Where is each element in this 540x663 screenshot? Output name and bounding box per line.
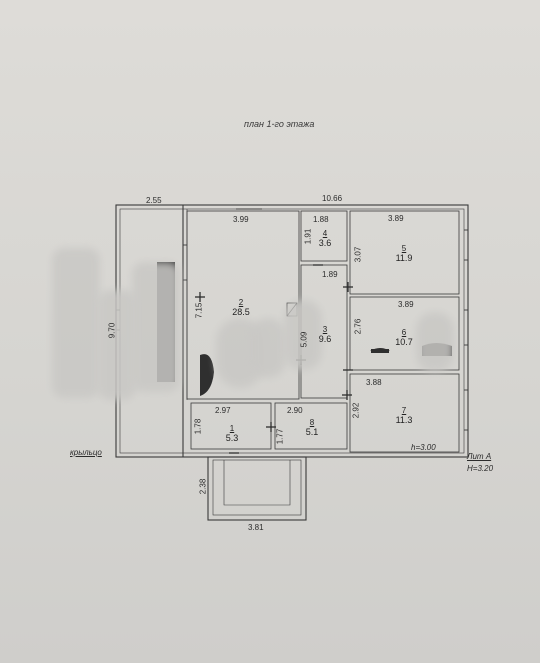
dim-porch-height: 2.38: [198, 478, 208, 495]
room-5-number: 5: [401, 244, 407, 253]
dim-room7-width: 3.88: [366, 378, 382, 387]
blur-mark-3: [132, 262, 180, 392]
dim-room6-width: 3.89: [398, 300, 414, 309]
room-5-area: 11.9: [395, 253, 413, 263]
room-8-outline: [274, 402, 348, 450]
dim-top-left: 2.55: [146, 196, 162, 205]
porch-label: крыльцо: [70, 448, 102, 457]
blur-mark-5: [250, 318, 286, 378]
dim-room8-height: 1.77: [275, 428, 285, 445]
room-1-area: 5.3: [225, 433, 239, 443]
dim-room1-height: 1.78: [193, 418, 203, 435]
dark-fill-left: [200, 354, 214, 396]
room-3-number: 3: [322, 325, 328, 334]
blur-mark-1: [52, 248, 100, 398]
dim-room3-height: 5.09: [299, 331, 309, 348]
dim-room2-height: 7.15: [194, 302, 204, 319]
room-8-number: 8: [309, 418, 315, 427]
room-6-number: 6: [401, 328, 407, 337]
room-2-area: 28.5: [232, 307, 250, 317]
dim-room5-height: 3.07: [353, 246, 363, 263]
dim-room7-height: 2.92: [351, 402, 361, 419]
room-8-area: 5.1: [305, 427, 319, 437]
blur-mark-6: [284, 300, 322, 370]
windows: [116, 204, 468, 431]
room-6-area: 10.7: [395, 337, 413, 347]
dim-room1-width: 2.97: [215, 406, 231, 415]
total-height-label: H=3.20: [467, 464, 494, 473]
room-3-area: 9.6: [318, 334, 332, 344]
room-7-area: 11.3: [395, 415, 413, 425]
dim-room4-width: 1.88: [313, 215, 329, 224]
dim-room8-width: 2.90: [287, 406, 303, 415]
room-4-number: 4: [322, 229, 328, 238]
blur-mark-2: [98, 290, 136, 400]
dim-room3-width: 1.89: [322, 270, 338, 279]
room-7-number: 7: [401, 406, 407, 415]
dim-left-height: 9.70: [107, 322, 117, 339]
porch-outline: [207, 456, 307, 521]
blur-mark-7: [416, 312, 454, 372]
room-7-outline: [349, 373, 460, 453]
dim-room5-width: 3.89: [388, 214, 404, 223]
room-6-outline: [349, 296, 460, 371]
room-4-outline: [300, 210, 348, 262]
room-5-outline: [349, 210, 460, 295]
room-1-number: 1: [229, 424, 235, 433]
room-2-number: 2: [238, 298, 244, 307]
plan-title: план 1-го этажа: [244, 119, 315, 129]
room-height-label: h=3.00: [411, 443, 436, 452]
dim-top-total: 10.66: [322, 194, 343, 203]
lit-label: Лит А: [467, 452, 492, 461]
dim-porch-width: 3.81: [248, 523, 264, 532]
dim-room6-height: 2.76: [353, 318, 363, 335]
dim-room2-width: 3.99: [233, 215, 249, 224]
room-4-area: 3.6: [318, 238, 332, 248]
